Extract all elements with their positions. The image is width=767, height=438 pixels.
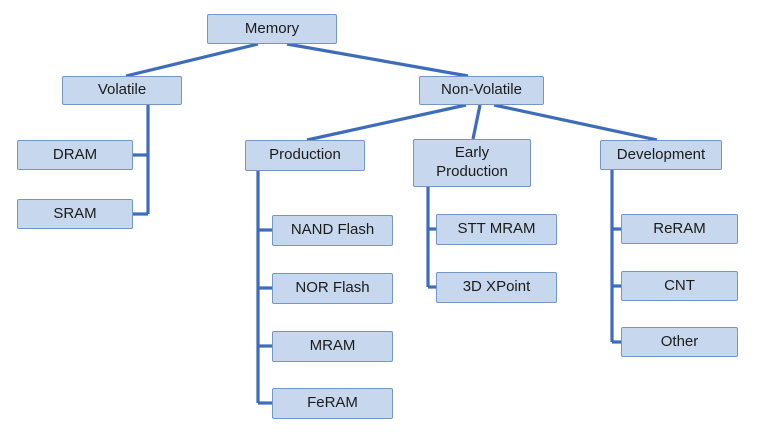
node-reram: ReRAM [621,214,738,244]
node-nor-flash: NOR Flash [272,273,393,304]
node-stt-mram: STT MRAM [436,214,557,245]
node-other: Other [621,327,738,357]
node-nand-flash: NAND Flash [272,215,393,246]
node-development: Development [600,140,722,170]
node-memory: Memory [207,14,337,44]
node-3d-xpoint: 3D XPoint [436,272,557,303]
node-production: Production [245,140,365,171]
edge-nonvolatile-earlyproduction [471,104,482,140]
edge-memory-volatile [125,42,259,78]
edge-nonvolatile-development [493,103,658,142]
node-volatile: Volatile [62,76,182,105]
edge-memory-nonvolatile [286,42,469,78]
node-early-production: Early Production [413,139,531,187]
node-dram: DRAM [17,140,133,170]
node-non-volatile: Non-Volatile [419,76,544,105]
edge-nonvolatile-production [306,103,467,142]
connector-group [125,42,658,405]
node-feram: FeRAM [272,388,393,419]
node-mram: MRAM [272,331,393,362]
node-cnt: CNT [621,271,738,301]
node-sram: SRAM [17,199,133,229]
